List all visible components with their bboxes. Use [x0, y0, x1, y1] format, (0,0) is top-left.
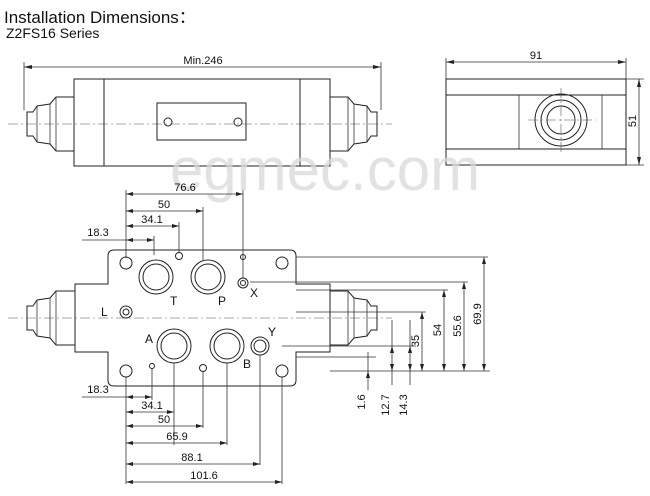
dim-top-18-3: 18.3 [87, 227, 108, 239]
dim-bottom-50: 50 [158, 414, 170, 426]
side-width-label: 91 [530, 50, 542, 62]
side-view: 91 51 [445, 50, 644, 166]
dim-low-12-7: 12.7 [380, 394, 392, 415]
dim-low-1-6: 1.6 [356, 394, 368, 409]
dim-right-69-9: 69.9 [472, 303, 484, 324]
side-height-label: 51 [627, 115, 639, 127]
dim-bottom-18-3: 18.3 [87, 384, 108, 396]
top-view: Min.246 [8, 55, 392, 167]
dim-top-50: 50 [158, 199, 170, 211]
dim-right-55-6: 55.6 [452, 315, 464, 336]
dim-right-35: 35 [410, 335, 422, 347]
port-label-l: L [101, 305, 108, 319]
dim-low-14-3: 14.3 [398, 394, 410, 415]
port-label-t: T [170, 294, 178, 308]
port-label-x: X [250, 286, 258, 300]
dim-right-54: 54 [432, 324, 444, 336]
dim-bottom-101-6: 101.6 [190, 470, 218, 482]
watermark-text: egmec.com [170, 136, 480, 203]
page-title: Installation Dimensions： [4, 8, 196, 27]
page-subtitle: Z2FS16 Series [6, 25, 100, 41]
port-label-p: P [218, 294, 226, 308]
dim-top-34-1: 34.1 [141, 214, 162, 226]
port-label-a: A [145, 332, 153, 346]
port-label-b: B [243, 357, 251, 371]
front-view: T P X L A B Y 76.6 50 34.1 18.3 [8, 182, 490, 484]
dim-bottom-34-1: 34.1 [141, 400, 162, 412]
dim-top-76-6: 76.6 [174, 182, 195, 194]
dim-bottom-88-1: 88.1 [181, 452, 202, 464]
dim-bottom-65-9: 65.9 [166, 431, 187, 443]
min-length-label: Min.246 [183, 55, 222, 67]
port-label-y: Y [268, 325, 276, 339]
